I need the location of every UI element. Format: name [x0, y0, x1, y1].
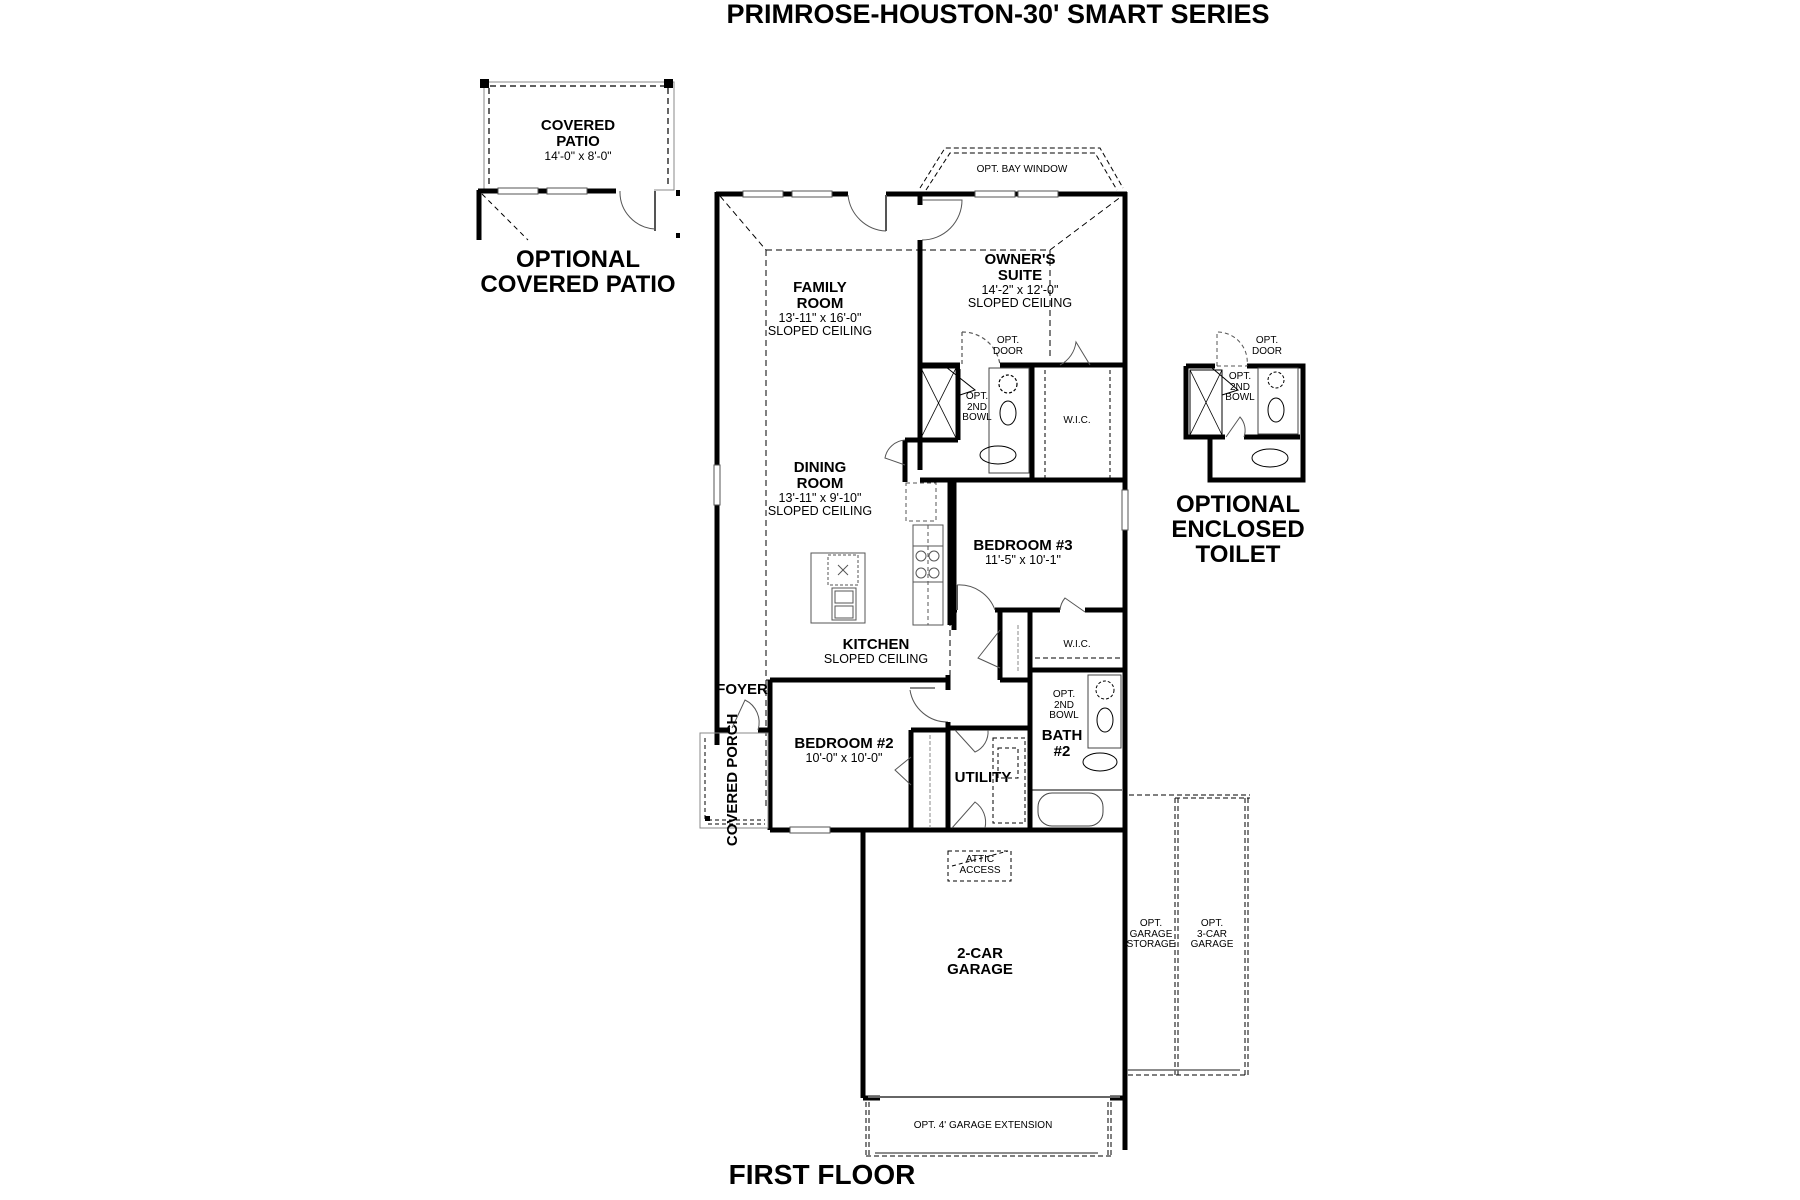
bay-window-label: OPT. BAY WINDOW: [976, 164, 1068, 175]
dining-room-label: DINING ROOM 13'-11" x 9'-10" SLOPED CEIL…: [767, 459, 873, 518]
garage-label: 2-CAR GARAGE: [947, 945, 1013, 978]
bedroom2-label: BEDROOM #2 10'-0" x 10'-0": [794, 735, 894, 765]
toilet-opt-door-label: OPT. DOOR: [1252, 335, 1282, 357]
bath2-opt-bowl-label: OPT. 2ND BOWL: [1049, 689, 1079, 721]
bedroom3-wic-label: W.I.C.: [1063, 639, 1091, 650]
covered-porch-label: COVERED PORCH: [724, 713, 742, 847]
optional-patio-drawing: [476, 79, 680, 241]
family-room-label: FAMILY ROOM 13'-11" x 16'-0" SLOPED CEIL…: [767, 279, 873, 338]
foyer-label: FOYER: [716, 681, 768, 698]
owner-opt-bowl-label: OPT. 2ND BOWL: [962, 391, 992, 423]
kitchen-label: KITCHEN SLOPED CEILING: [823, 636, 929, 666]
utility-label: UTILITY: [954, 769, 1012, 786]
owners-suite-label: OWNER'S SUITE 14'-2" x 12'-0" SLOPED CEI…: [967, 251, 1073, 310]
bath2-label: BATH #2: [1041, 727, 1083, 760]
plan-title: PRIMROSE-HOUSTON-30' SMART SERIES: [726, 0, 1270, 29]
optional-toilet-heading: OPTIONAL ENCLOSED TOILET: [1171, 491, 1305, 569]
opt-3car-garage-label: OPT. 3-CAR GARAGE: [1190, 918, 1234, 950]
opt-garage-extension-label: OPT. 4' GARAGE EXTENSION: [913, 1120, 1053, 1131]
optional-patio-heading: OPTIONAL COVERED PATIO: [480, 246, 676, 299]
owner-wic-label: W.I.C.: [1063, 415, 1091, 426]
patio-label: COVERED PATIO 14'-0" x 8'-0": [540, 117, 616, 163]
bedroom3-label: BEDROOM #3 11'-5" x 10'-1": [973, 537, 1073, 567]
opt-garage-storage-label: OPT. GARAGE STORAGE: [1126, 918, 1176, 950]
toilet-opt-bowl-label: OPT. 2ND BOWL: [1225, 371, 1255, 403]
bay-window: [919, 147, 1124, 191]
floor-label: FIRST FLOOR: [728, 1159, 916, 1190]
attic-access-label: ATTIC ACCESS: [959, 854, 1001, 876]
optional-toilet-drawing: [1183, 331, 1306, 483]
owner-opt-door-label: OPT. DOOR: [993, 335, 1023, 357]
